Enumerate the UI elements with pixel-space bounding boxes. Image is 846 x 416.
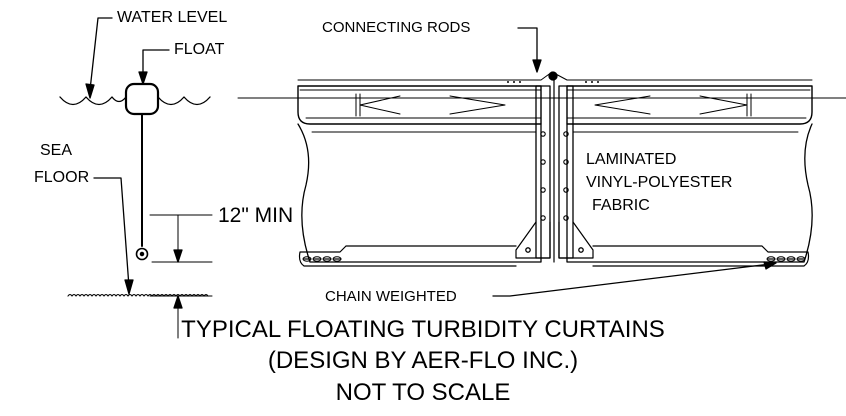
floor-label: FLOOR <box>34 169 90 186</box>
fabric-label-line2: VINYL-POLYESTER <box>586 174 733 191</box>
dim-upper-arrow <box>173 249 183 263</box>
gusset-right <box>558 221 594 259</box>
fabric-label-line1: LAMINATED <box>586 151 677 168</box>
sea-label: SEA <box>40 142 73 159</box>
fabric-label-line3: FABRIC <box>592 197 650 214</box>
water-level-leader <box>89 17 113 91</box>
drawing-credit: (DESIGN BY AER-FLO INC.) <box>267 347 579 374</box>
curtain-fabric-right <box>566 123 813 263</box>
gusset-hole-left <box>525 247 531 253</box>
grommets <box>540 131 569 221</box>
gusset-left <box>515 221 551 259</box>
sea-floor-arrow <box>124 279 134 295</box>
chain-weighted-arrow <box>763 261 777 270</box>
drawing-title: TYPICAL FLOATING TURBIDITY CURTAINS <box>181 316 665 343</box>
float-label: FLOAT <box>174 41 225 58</box>
curtain-fabric-left <box>297 123 542 263</box>
sea-floor-leader <box>93 177 130 288</box>
chain-weighted-label: CHAIN WEIGHTED <box>325 288 457 305</box>
chain-pocket-right <box>592 245 810 267</box>
float-leader <box>142 49 170 78</box>
curtain-weight-inner <box>139 251 145 257</box>
water-waves <box>59 96 211 106</box>
float-shape <box>124 82 160 116</box>
chain-link-ovals <box>302 256 806 262</box>
water-level-label: WATER LEVEL <box>117 9 228 26</box>
drawing-scale-note: NOT TO SCALE <box>335 379 511 406</box>
float-section-mark-left <box>355 93 506 117</box>
connecting-rods-label: CONNECTING RODS <box>322 19 471 36</box>
connecting-rods-leader <box>517 27 538 65</box>
float-section-mark-right <box>594 93 752 117</box>
clearance-label: 12" MIN <box>218 204 294 227</box>
gusset-hole-right <box>578 247 584 253</box>
chain-weighted-leader <box>492 263 771 297</box>
water-level-arrow <box>85 83 95 99</box>
connector-strip-right <box>558 85 574 259</box>
top-connector <box>548 71 558 81</box>
dim-lower-arrow <box>173 295 183 309</box>
curtain-weight <box>135 247 149 261</box>
connecting-rods-arrow <box>532 59 542 73</box>
float-tube-left <box>297 85 542 125</box>
float-arrow <box>138 71 148 85</box>
connector-strip-left <box>535 85 551 259</box>
float-tube-right <box>566 85 813 125</box>
chain-pocket-left <box>298 245 517 267</box>
